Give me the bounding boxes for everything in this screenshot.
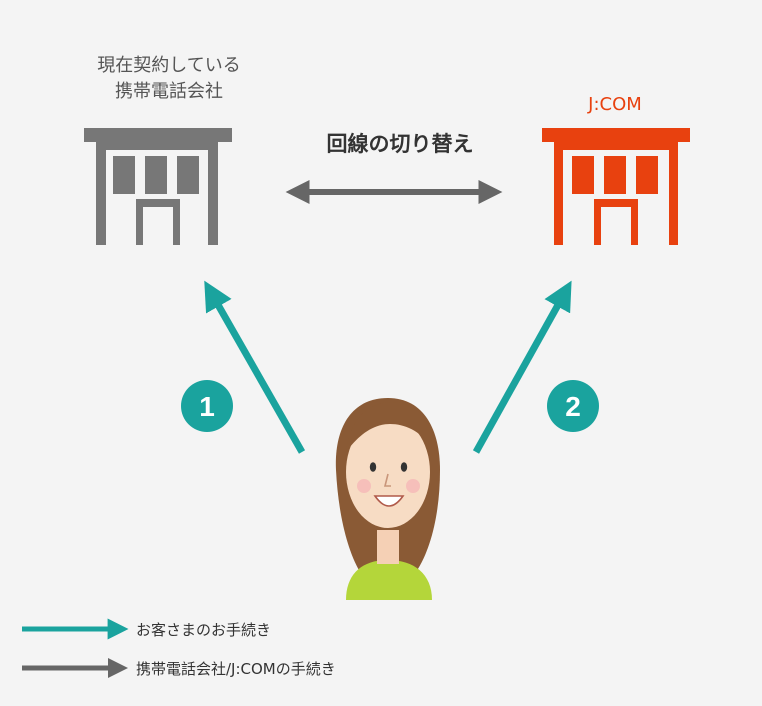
step2-number: 2 (565, 391, 581, 422)
jcom-label: J:COM (588, 94, 642, 115)
line-switch-label: 回線の切り替え (326, 132, 474, 156)
jcom-building-icon (542, 128, 690, 245)
current-carrier-label: 現在契約している 携帯電話会社 (44, 53, 294, 105)
legend-customer-label: お客さまのお手続き (136, 621, 272, 639)
current-carrier-building-icon (84, 128, 232, 245)
customer-woman-illustration (335, 398, 440, 600)
step2-arrow (472, 280, 572, 454)
legend-carrier-label: 携帯電話会社/J:COMの手続き (136, 660, 336, 678)
step1-arrow (204, 280, 306, 454)
current-carrier-label-line2: 携帯電話会社 (115, 81, 223, 102)
step1-number: 1 (199, 391, 215, 422)
step1-badge: 1 (181, 380, 233, 432)
step2-badge: 2 (547, 380, 599, 432)
current-carrier-label-line1: 現在契約している (97, 55, 241, 76)
